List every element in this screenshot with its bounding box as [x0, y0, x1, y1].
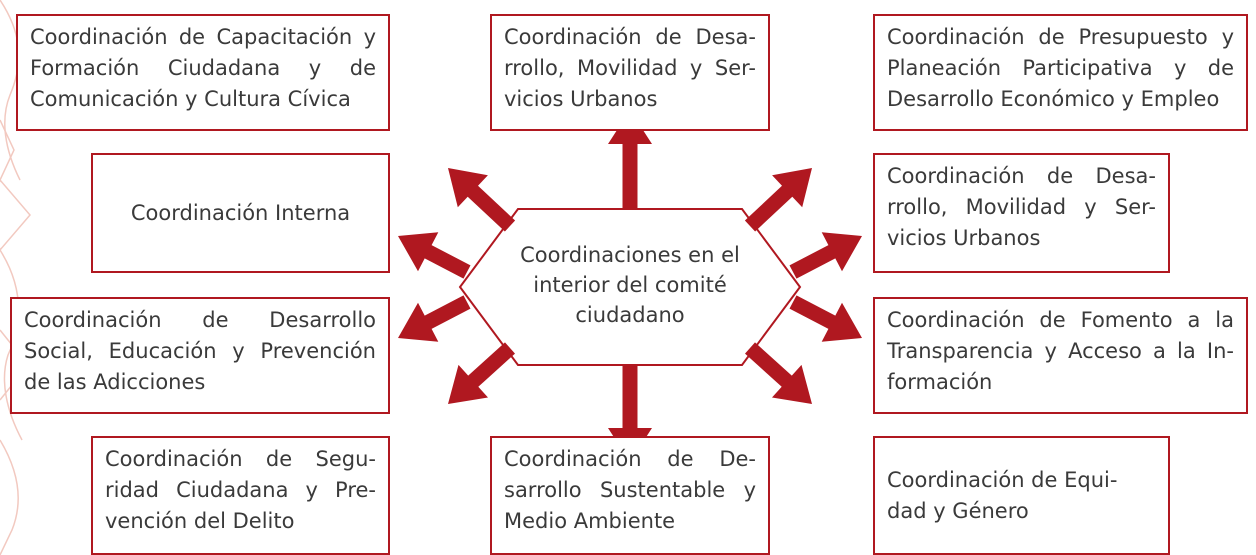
decorative-pattern [0, 0, 31, 555]
arrow-right-lower [789, 295, 862, 342]
box-coordinacion-interna: Coordinación Interna [91, 153, 390, 273]
box-desarrollo-sustentable: Coordinación de De-sarrollo Sustentable … [490, 436, 770, 555]
hub-hexagon [458, 208, 802, 366]
arrow-up [608, 110, 652, 209]
hub-label: Coordinaciones en el interior del comité… [520, 243, 740, 327]
arrow-up-right [744, 168, 812, 232]
box-presupuesto: Coordinación de Presupuesto y Planeación… [873, 14, 1248, 131]
box-capacitacion: Coordinación de Capacitación y Formación… [16, 14, 390, 131]
arrow-left-upper [398, 232, 471, 279]
box-desarrollo-social: Coordinación de Desarrollo Social, Educa… [10, 297, 390, 414]
arrow-up-left [448, 168, 516, 232]
box-transparencia: Coordinación de Fomento a la Transparenc… [873, 297, 1248, 414]
box-desarrollo-movilidad-top: Coordinación de Desa-rrollo, Movilidad y… [490, 14, 770, 131]
box-equidad: Coordinación de Equi-dad y Género [873, 436, 1170, 555]
arrow-right-upper [789, 232, 862, 279]
box-seguridad: Coordinación de Segu-ridad Ciudadana y P… [91, 436, 390, 555]
arrow-down-right [745, 342, 812, 404]
arrow-down-left [448, 342, 515, 404]
arrow-left-lower [398, 295, 471, 342]
box-desarrollo-movilidad-right: Coordinación de Desa-rrollo, Movilidad y… [873, 153, 1170, 273]
